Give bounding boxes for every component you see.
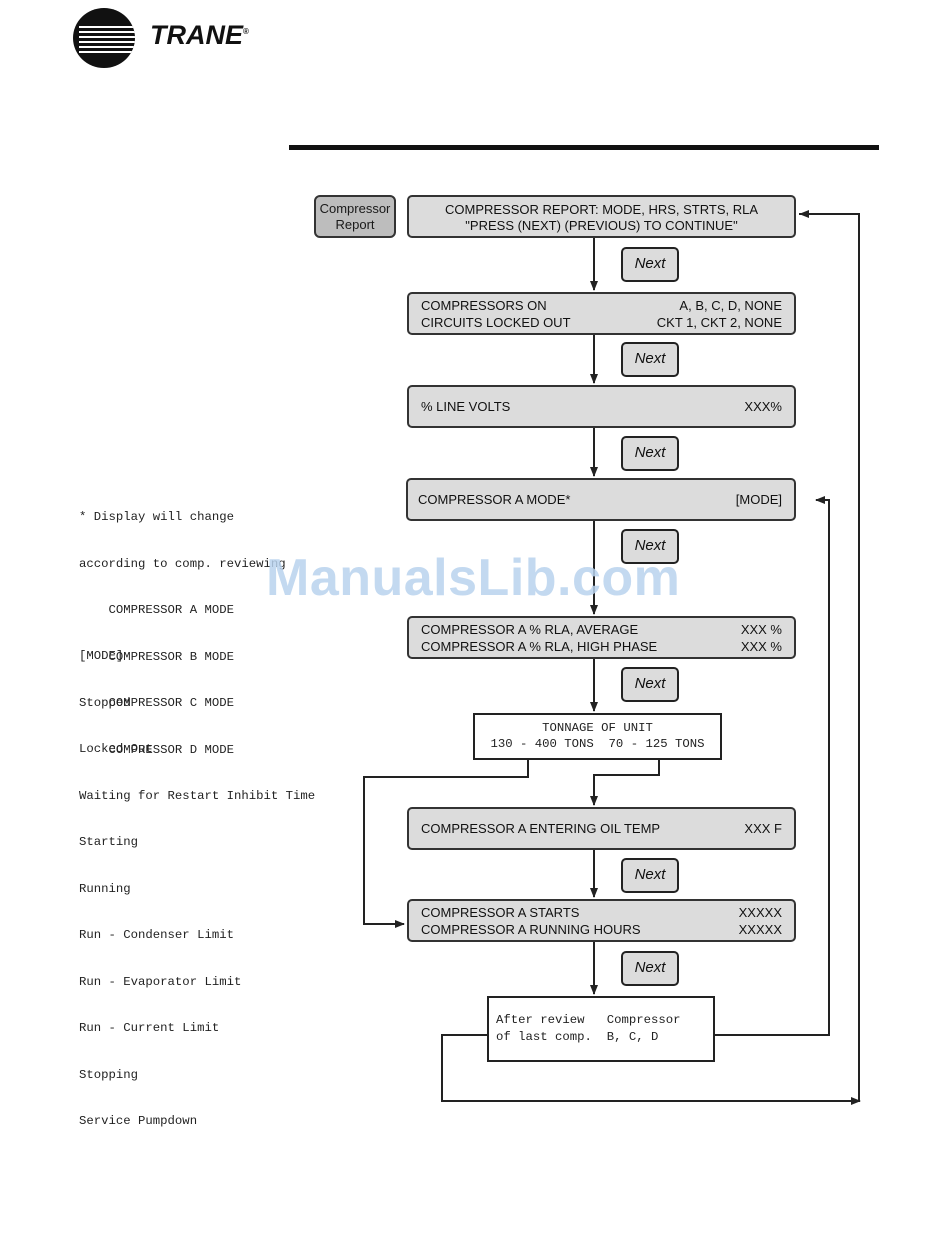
arrow-tonnage-to-oil — [590, 759, 660, 806]
screen-value: CKT 1, CKT 2, NONE — [656, 315, 782, 330]
next-button[interactable]: Next — [621, 436, 679, 471]
brand-name: TRANE® — [150, 20, 249, 50]
screen-label: COMPRESSOR A % RLA, HIGH PHASE — [421, 639, 658, 654]
next-button[interactable]: Next — [621, 667, 679, 702]
mode-values-list: [MODE] Stopped Locked Out Waiting for Re… — [79, 649, 316, 1128]
screen-value: A, B, C, D, NONE — [679, 298, 782, 313]
screen-compressors-on: COMPRESSORS ON A, B, C, D, NONE CIRCUITS … — [407, 292, 796, 335]
next-button[interactable]: Next — [621, 529, 679, 564]
screen-value: [MODE] — [735, 492, 782, 507]
screen-label: COMPRESSOR A STARTS — [421, 905, 580, 920]
screen-label: COMPRESSORS ON — [421, 298, 547, 313]
tonnage-options: 130 - 400 TONS 70 - 125 TONS — [490, 737, 705, 751]
next-button[interactable]: Next — [621, 342, 679, 377]
screen-oil-temp: COMPRESSOR A ENTERING OIL TEMP XXX F — [407, 807, 796, 850]
after-review-line: of last comp. B, C, D — [496, 1030, 659, 1044]
screen-label: CIRCUITS LOCKED OUT — [421, 315, 571, 330]
tonnage-title: TONNAGE OF UNIT — [542, 721, 653, 735]
screen-rla: COMPRESSOR A % RLA, AVERAGE XXX % COMPRES… — [407, 616, 796, 659]
screen-starts-hours: COMPRESSOR A STARTS XXXXX COMPRESSOR A RU… — [407, 899, 796, 942]
next-button[interactable]: Next — [621, 951, 679, 986]
screen-value: XXXXX — [738, 905, 782, 920]
compressor-report-button[interactable]: Compressor Report — [314, 195, 396, 238]
next-button[interactable]: Next — [621, 858, 679, 893]
tonnage-decision-box: TONNAGE OF UNIT 130 - 400 TONS 70 - 125 … — [473, 713, 722, 760]
screen-label: COMPRESSOR A % RLA, AVERAGE — [421, 622, 639, 637]
screen-value: XXX % — [740, 622, 782, 637]
screen-line-volts: % LINE VOLTS XXX% — [407, 385, 796, 428]
screen-label: COMPRESSOR A MODE* — [418, 492, 571, 507]
screen-value: XXX F — [744, 821, 782, 836]
trane-logo-icon — [73, 8, 135, 68]
screen-value: XXX % — [740, 639, 782, 654]
screen-value: XXX% — [744, 399, 782, 414]
next-button[interactable]: Next — [621, 247, 679, 282]
screen-label: % LINE VOLTS — [421, 399, 511, 414]
display-change-note: * Display will change according to comp.… — [79, 510, 286, 757]
after-review-box: After review Compressor of last comp. B,… — [487, 996, 715, 1062]
screen-line: COMPRESSOR REPORT: MODE, HRS, STRTS, RLA — [444, 202, 758, 217]
screen-compressor-report: COMPRESSOR REPORT: MODE, HRS, STRTS, RLA… — [407, 195, 796, 238]
screen-compressor-mode: COMPRESSOR A MODE* [MODE] — [406, 478, 796, 521]
screen-label: COMPRESSOR A ENTERING OIL TEMP — [421, 821, 661, 836]
arrow-tonnage-to-starts — [363, 759, 529, 928]
screen-label: COMPRESSOR A RUNNING HOURS — [421, 922, 641, 937]
screen-line: "PRESS (NEXT) (PREVIOUS) TO CONTINUE" — [465, 218, 738, 233]
after-review-line: After review Compressor — [496, 1013, 681, 1027]
watermark: ManualsLib.com — [266, 549, 681, 607]
arrow-after-to-report — [441, 213, 860, 1102]
header-rule — [289, 145, 879, 150]
screen-value: XXXXX — [738, 922, 782, 937]
arrow-after-to-mode — [714, 496, 830, 1036]
